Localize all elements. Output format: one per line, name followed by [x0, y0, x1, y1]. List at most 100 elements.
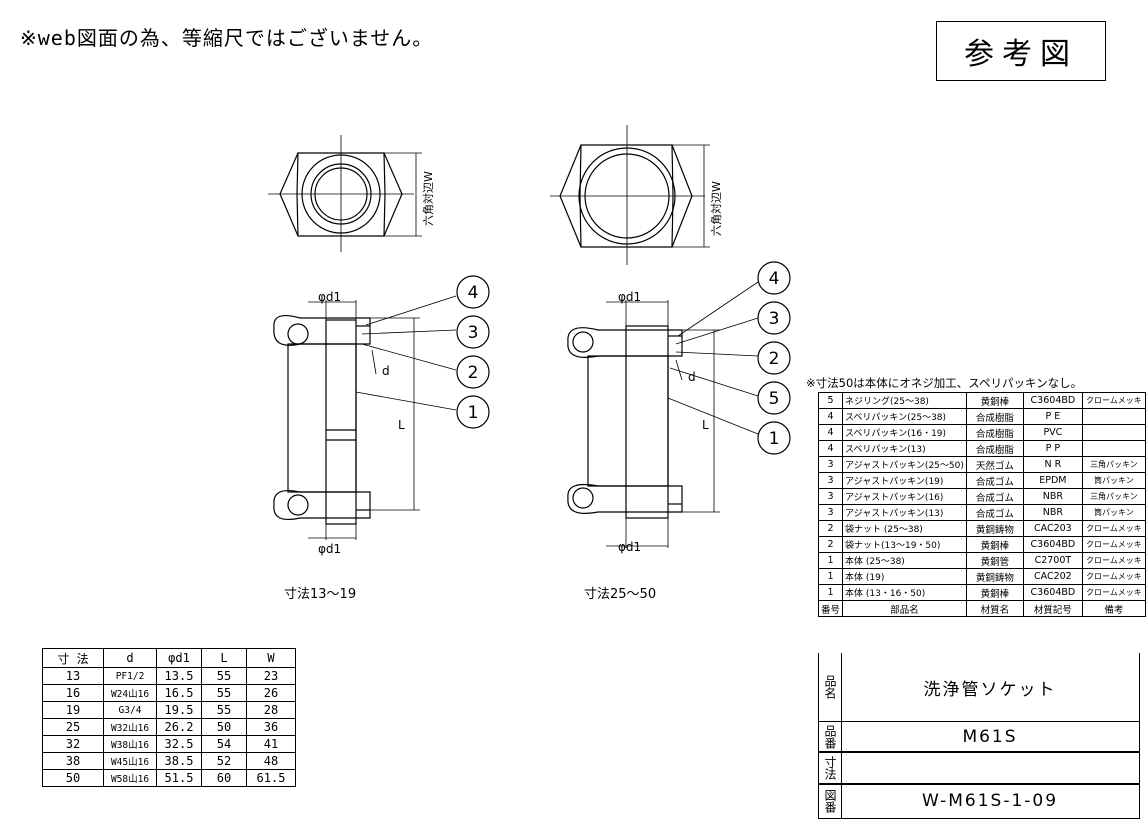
- parts-cell: アジャストパッキン(13): [842, 504, 967, 521]
- phi-d1-bottom-left: φd1: [318, 542, 342, 556]
- parts-cell: 本体 (19): [842, 568, 967, 585]
- title-block-number: 品番 M61S: [818, 721, 1140, 753]
- parts-cell: C2700T: [1022, 552, 1083, 569]
- parts-cell: 5: [817, 392, 844, 409]
- parts-cell: 4: [817, 408, 844, 425]
- parts-cell: 三角パッキン: [1081, 488, 1146, 505]
- parts-cell: 4: [817, 424, 844, 441]
- product-name: 洗浄管ソケット: [923, 679, 1057, 700]
- dims-header: φd1: [156, 648, 202, 668]
- dims-cell: W45山16: [103, 752, 157, 770]
- parts-cell: 黄銅鋳物: [965, 568, 1024, 585]
- dims-cell: PF1/2: [103, 667, 157, 685]
- parts-header: 備考: [1081, 600, 1146, 617]
- left-hex-view: [268, 135, 422, 252]
- dims-cell: 41: [246, 735, 296, 753]
- L-label-left: L: [398, 418, 405, 432]
- right-caption: 寸法25～50: [584, 587, 657, 602]
- parts-cell: NBR: [1022, 504, 1083, 521]
- dims-header: d: [103, 648, 157, 668]
- parts-cell: スベリパッキン(25～38): [842, 408, 967, 425]
- L-label-right: L: [702, 418, 709, 432]
- balloon-right-3: 3: [769, 309, 780, 329]
- dims-cell: 16.5: [156, 684, 202, 702]
- dims-header: L: [201, 648, 247, 668]
- parts-cell: P E: [1022, 408, 1083, 425]
- dims-cell: 26: [246, 684, 296, 702]
- scale-notice: ※web図面の為、等縮尺ではございません。: [20, 26, 434, 50]
- parts-header: 材質名: [965, 600, 1024, 617]
- dims-cell: 38.5: [156, 752, 202, 770]
- parts-cell: PVC: [1022, 424, 1083, 441]
- dims-cell: 54: [201, 735, 247, 753]
- d-label-right: d: [688, 370, 696, 384]
- parts-cell: 本体 (25～38): [842, 552, 967, 569]
- balloon-right-5: 5: [769, 389, 780, 409]
- dims-cell: 38: [42, 752, 104, 770]
- parts-cell: スベリパッキン(13): [842, 440, 967, 457]
- parts-cell: C3604BD: [1022, 584, 1083, 601]
- parts-cell: 3: [817, 504, 844, 521]
- parts-cell: 合成樹脂: [965, 424, 1024, 441]
- parts-cell: 1: [817, 552, 844, 569]
- dims-cell: W58山16: [103, 769, 157, 787]
- dims-cell: 23: [246, 667, 296, 685]
- dims-cell: 55: [201, 701, 247, 719]
- size-key: 寸法: [819, 752, 842, 784]
- parts-cell: 3: [817, 472, 844, 489]
- name-key: 品名: [819, 653, 842, 721]
- dims-header: 寸 法: [42, 648, 104, 668]
- dims-cell: G3/4: [103, 701, 157, 719]
- dims-cell: 51.5: [156, 769, 202, 787]
- dims-cell: 25: [42, 718, 104, 736]
- parts-cell: 4: [817, 440, 844, 457]
- dims-cell: 55: [201, 684, 247, 702]
- dims-cell: 61.5: [246, 769, 296, 787]
- parts-cell: [1081, 440, 1146, 457]
- parts-cell: CAC202: [1022, 568, 1083, 585]
- hex-label-left: 六角対辺W: [422, 171, 435, 226]
- dims-cell: 28: [246, 701, 296, 719]
- balloon-right-4: 4: [769, 269, 780, 289]
- parts-cell: 3: [817, 456, 844, 473]
- dims-cell: W38山16: [103, 735, 157, 753]
- size-value: [841, 752, 1139, 784]
- parts-header: 番号: [817, 600, 844, 617]
- parts-cell: スベリパッキン(16・19): [842, 424, 967, 441]
- parts-cell: アジャストパッキン(19): [842, 472, 967, 489]
- dims-cell: 55: [201, 667, 247, 685]
- product-number: M61S: [962, 727, 1018, 747]
- parts-cell: 2: [817, 536, 844, 553]
- parts-cell: クロームメッキ: [1081, 536, 1146, 553]
- dims-cell: 36: [246, 718, 296, 736]
- parts-note: ※寸法50は本体にオネジ加工、スペリパッキンなし。: [806, 376, 1083, 390]
- parts-header: 部品名: [842, 600, 967, 617]
- parts-cell: 黄銅棒: [965, 584, 1024, 601]
- right-hex-view: [550, 125, 710, 265]
- parts-cell: 本体 (13・16・50): [842, 584, 967, 601]
- parts-cell: 筒パッキン: [1081, 504, 1146, 521]
- number-key: 品番: [819, 722, 842, 752]
- title-block-size: 寸法: [818, 751, 1140, 785]
- dims-cell: 50: [42, 769, 104, 787]
- parts-cell: 合成ゴム: [965, 488, 1024, 505]
- dims-cell: 32.5: [156, 735, 202, 753]
- parts-cell: クロームメッキ: [1081, 568, 1146, 585]
- dims-cell: 19: [42, 701, 104, 719]
- parts-cell: N R: [1022, 456, 1083, 473]
- parts-cell: 黄銅鋳物: [965, 520, 1024, 537]
- parts-cell: [1081, 424, 1146, 441]
- parts-cell: 黄銅棒: [965, 392, 1024, 409]
- parts-cell: 筒パッキン: [1081, 472, 1146, 489]
